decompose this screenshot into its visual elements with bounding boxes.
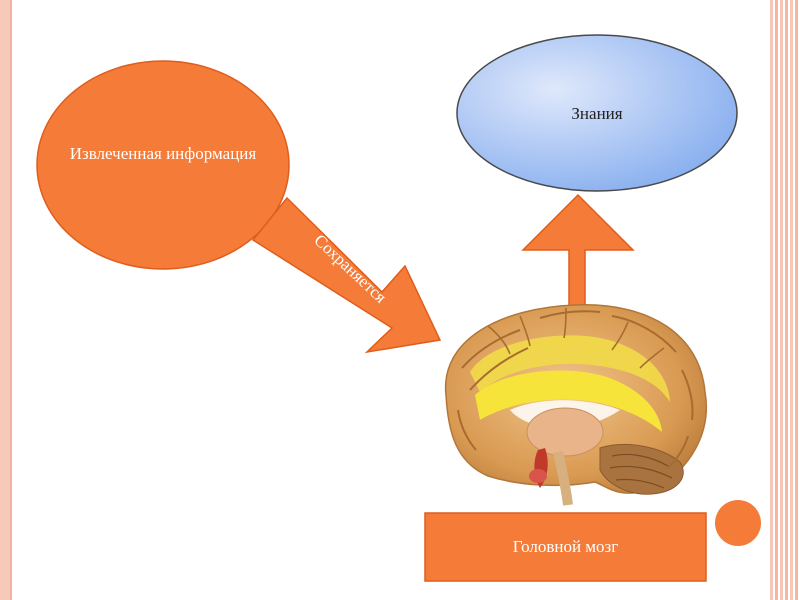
decorative-circle bbox=[715, 500, 761, 546]
brain-label: Головной мозг bbox=[512, 537, 619, 556]
knowledge-node bbox=[456, 34, 738, 192]
left-border bbox=[0, 0, 12, 600]
right-border bbox=[770, 0, 800, 600]
knowledge-label: Знания bbox=[571, 104, 623, 123]
up-arrow bbox=[521, 193, 635, 319]
brain-label-box bbox=[424, 512, 707, 582]
extracted-info-label: Извлеченная информация bbox=[69, 144, 257, 163]
extracted-info-node bbox=[36, 60, 290, 270]
brain-illustration bbox=[444, 304, 707, 506]
stored-arrow bbox=[251, 196, 442, 354]
